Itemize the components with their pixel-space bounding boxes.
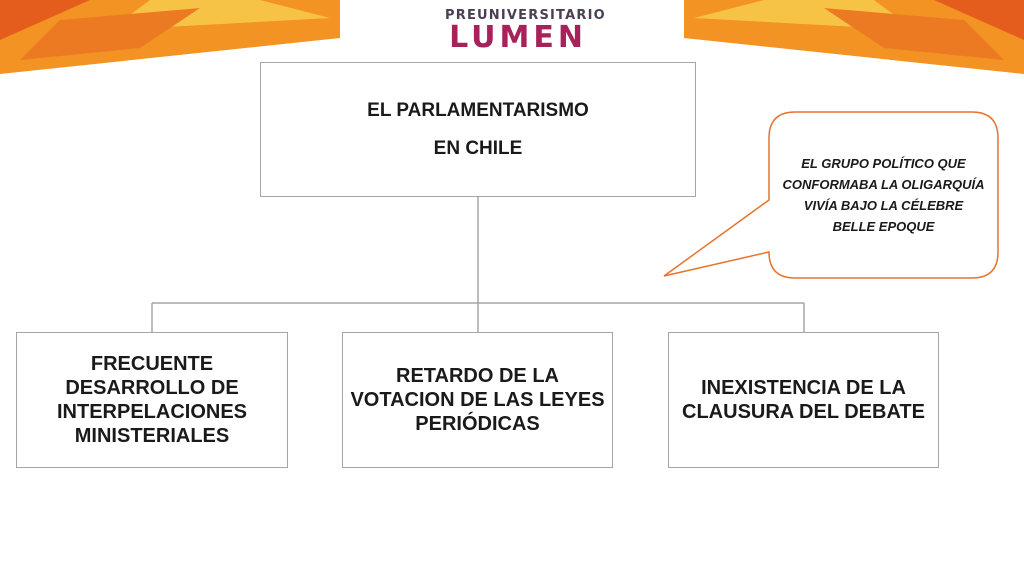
- callout-bubble-shape: [663, 111, 999, 279]
- child-node-interpelaciones: FRECUENTE DESARROLLO DE INTERPELACIONES …: [16, 332, 288, 468]
- callout-text: EL GRUPO POLÍTICO QUE CONFORMABA LA OLIG…: [769, 112, 998, 278]
- child-node-clausura: INEXISTENCIA DE LA CLAUSURA DEL DEBATE: [668, 332, 939, 468]
- root-title-line-2: EN CHILE: [433, 137, 523, 159]
- right-corner-decoration: [684, 0, 1024, 74]
- callout-label: EL GRUPO POLÍTICO QUE CONFORMABA LA OLIG…: [782, 156, 985, 234]
- logo-subtitle: PREUNIVERSITARIO: [445, 8, 606, 23]
- child-node-label: INEXISTENCIA DE LA CLAUSURA DEL DEBATE: [682, 377, 925, 423]
- child-node-label: FRECUENTE DESARROLLO DE INTERPELACIONES …: [56, 353, 248, 447]
- lumen-logo: PREUNIVERSITARIO LUMEN: [445, 8, 606, 55]
- child-node-label: RETARDO DE LA VOTACION DE LAS LEYES PERI…: [350, 365, 605, 435]
- child-node-retardo: RETARDO DE LA VOTACION DE LAS LEYES PERI…: [342, 332, 613, 468]
- left-corner-decoration: [0, 0, 340, 74]
- logo-title: LUMEN: [449, 20, 587, 55]
- root-node: EL PARLAMENTARISMO EN CHILE: [260, 62, 696, 197]
- root-title-line-1: EL PARLAMENTARISMO: [367, 99, 589, 121]
